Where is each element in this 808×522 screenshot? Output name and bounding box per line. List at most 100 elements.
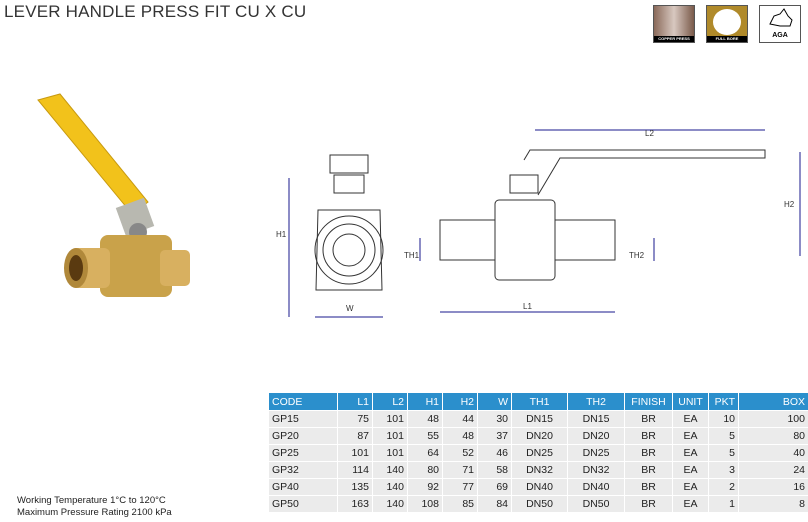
table-cell: DN32 [568, 462, 624, 478]
table-cell: BR [625, 462, 672, 478]
table-cell: 40 [739, 445, 808, 461]
table-cell: 100 [739, 411, 808, 427]
column-header: FINISH [625, 393, 672, 410]
table-cell: 101 [338, 445, 372, 461]
table-cell: DN15 [568, 411, 624, 427]
table-cell: 48 [408, 411, 442, 427]
table-cell: 55 [408, 428, 442, 444]
table-cell: BR [625, 496, 672, 512]
table-cell: DN25 [568, 445, 624, 461]
table-cell: 64 [408, 445, 442, 461]
table-cell: 5 [709, 445, 738, 461]
table-cell: GP32 [269, 462, 337, 478]
table-cell: 1 [709, 496, 738, 512]
table-cell: 46 [478, 445, 511, 461]
table-cell: 85 [443, 496, 477, 512]
page-title: LEVER HANDLE PRESS FIT CU X CU [4, 2, 307, 21]
table-cell: 140 [373, 462, 407, 478]
column-header: TH2 [568, 393, 624, 410]
table-cell: BR [625, 445, 672, 461]
table-cell: 135 [338, 479, 372, 495]
badge-label: COPPER PRESS [654, 36, 694, 42]
table-cell: 10 [709, 411, 738, 427]
dim-l1: L1 [523, 302, 532, 311]
table-cell: GP40 [269, 479, 337, 495]
table-cell: 5 [709, 428, 738, 444]
valve-photo [37, 93, 190, 297]
table-cell: 48 [443, 428, 477, 444]
table-cell: DN20 [568, 428, 624, 444]
table-cell: DN50 [512, 496, 567, 512]
column-header: PKT [709, 393, 738, 410]
table-cell: 16 [739, 479, 808, 495]
max-pressure: Maximum Pressure Rating 2100 kPa [17, 507, 172, 518]
table-cell: DN40 [512, 479, 567, 495]
column-header: UNIT [673, 393, 708, 410]
dim-h1: H1 [276, 230, 287, 239]
table-cell: 3 [709, 462, 738, 478]
dim-th2: TH2 [629, 251, 645, 260]
table-cell: 101 [373, 411, 407, 427]
column-header: W [478, 393, 511, 410]
table-cell: 8 [739, 496, 808, 512]
table-cell: 101 [373, 428, 407, 444]
table-cell: 30 [478, 411, 511, 427]
table-cell: 69 [478, 479, 511, 495]
table-cell: 163 [338, 496, 372, 512]
column-header: L2 [373, 393, 407, 410]
table-cell: 71 [443, 462, 477, 478]
table-cell: 101 [373, 445, 407, 461]
table-cell: 140 [373, 479, 407, 495]
full-bore-badge: FULL BORE [706, 5, 748, 43]
table-cell: 114 [338, 462, 372, 478]
dim-w: W [346, 304, 354, 313]
australia-map-icon [769, 8, 793, 27]
table-cell: DN25 [512, 445, 567, 461]
table-cell: 84 [478, 496, 511, 512]
table-cell: GP25 [269, 445, 337, 461]
table-cell: EA [673, 479, 708, 495]
column-header: BOX [739, 393, 808, 410]
working-temperature: Working Temperature 1°C to 120°C [17, 495, 166, 506]
dim-h2: H2 [784, 200, 795, 209]
table-cell: 87 [338, 428, 372, 444]
copper-press-badge: COPPER PRESS [653, 5, 695, 43]
table-cell: 92 [408, 479, 442, 495]
table-cell: DN40 [568, 479, 624, 495]
table-cell: DN15 [512, 411, 567, 427]
table-cell: 2 [709, 479, 738, 495]
table-cell: EA [673, 496, 708, 512]
column-header: L1 [338, 393, 372, 410]
notes: Working Temperature 1°C to 120°C Maximum… [17, 495, 172, 519]
dimension-drawing [288, 129, 801, 318]
table-cell: BR [625, 411, 672, 427]
table-cell: DN32 [512, 462, 567, 478]
table-cell: GP50 [269, 496, 337, 512]
table-cell: EA [673, 411, 708, 427]
table-cell: 108 [408, 496, 442, 512]
table-cell: BR [625, 479, 672, 495]
column-header: H1 [408, 393, 442, 410]
table-cell: 140 [373, 496, 407, 512]
table-cell: 75 [338, 411, 372, 427]
table-cell: EA [673, 462, 708, 478]
badge-label: FULL BORE [707, 36, 747, 42]
table-cell: GP15 [269, 411, 337, 427]
table-cell: 52 [443, 445, 477, 461]
table-cell: 80 [739, 428, 808, 444]
table-cell: BR [625, 428, 672, 444]
column-header: TH1 [512, 393, 567, 410]
table-cell: EA [673, 428, 708, 444]
column-header: CODE [269, 393, 337, 410]
table-cell: GP20 [269, 428, 337, 444]
dim-l2: L2 [645, 129, 654, 138]
table-cell: 24 [739, 462, 808, 478]
aga-logo: AGA [759, 5, 801, 43]
table-cell: DN50 [568, 496, 624, 512]
